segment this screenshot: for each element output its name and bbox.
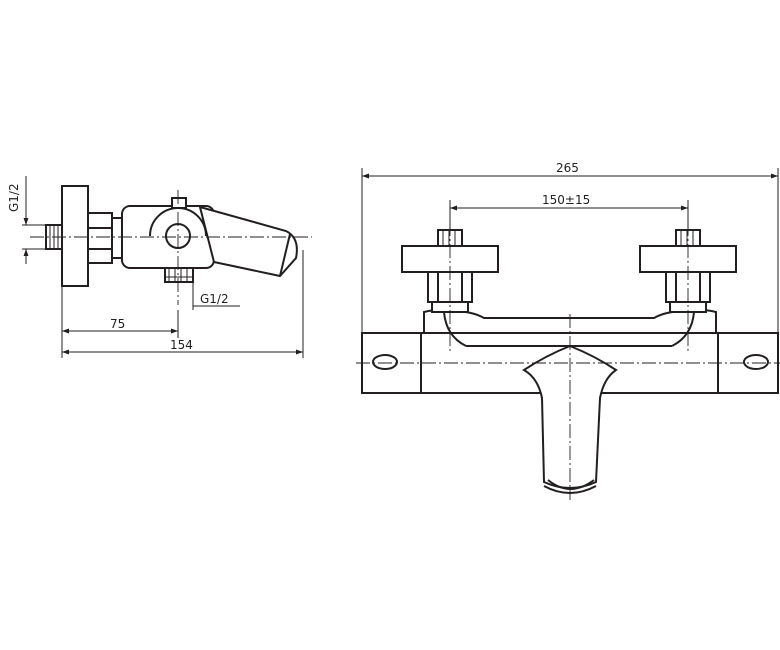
front-center-distance-label: 150±15 bbox=[542, 193, 590, 207]
front-left-end-cap bbox=[372, 354, 398, 370]
side-depth-154-label: 154 bbox=[170, 338, 193, 352]
front-view: 265 150±15 bbox=[356, 161, 780, 500]
front-spout bbox=[522, 344, 618, 489]
front-right-end-cap bbox=[743, 354, 769, 370]
side-wall-rosette bbox=[61, 185, 89, 287]
side-spout bbox=[198, 205, 298, 278]
side-hex-nut bbox=[87, 212, 113, 264]
side-thread-vertical-label: G1/2 bbox=[7, 183, 21, 212]
front-width-265-label: 265 bbox=[556, 161, 579, 175]
side-thread-bottom-label: G1/2 bbox=[200, 292, 229, 306]
side-depth-75-label: 75 bbox=[110, 317, 125, 331]
side-bottom-outlet bbox=[164, 267, 194, 283]
side-top-screw bbox=[171, 197, 187, 209]
side-view: G1/2 G1/2 75 154 bbox=[7, 176, 312, 358]
